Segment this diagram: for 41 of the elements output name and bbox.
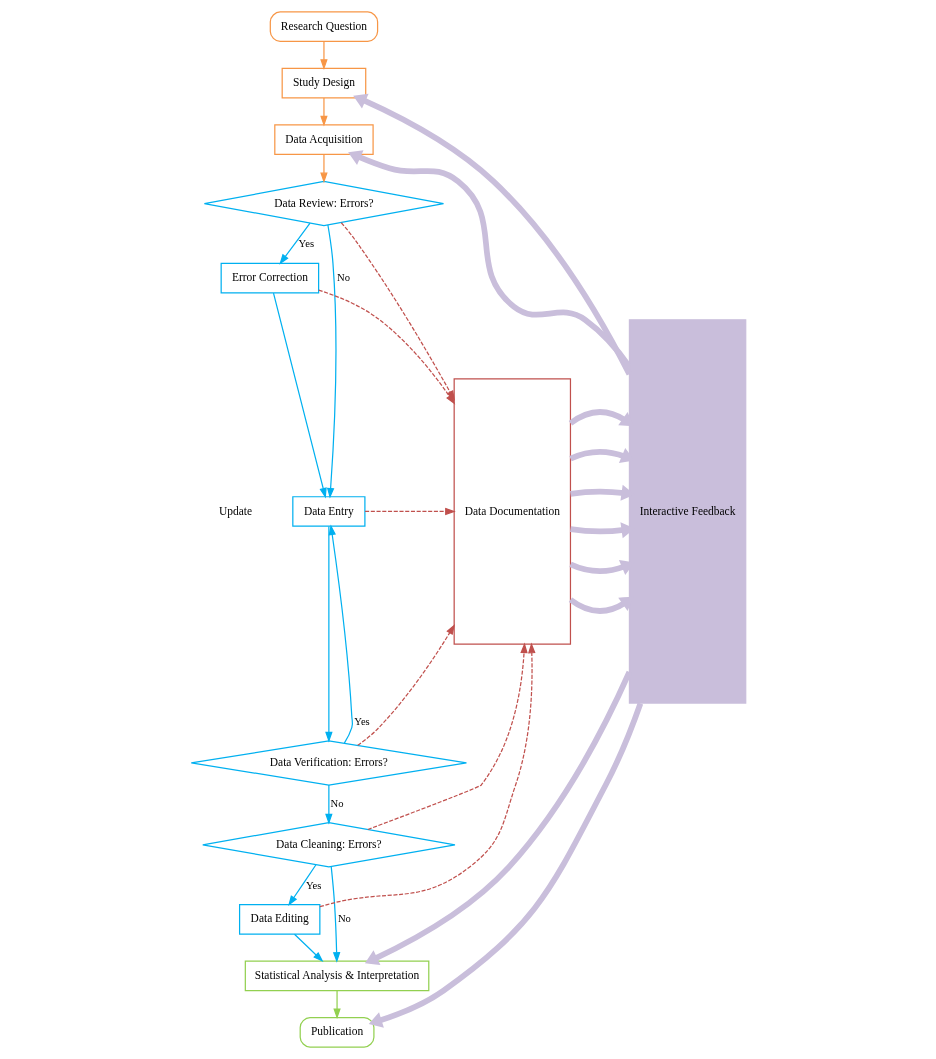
arrow <box>319 97 328 127</box>
arrow <box>324 784 333 825</box>
arrow <box>366 642 528 831</box>
node-box: Publication <box>299 1017 375 1048</box>
node-box: Data Documentation <box>453 378 571 645</box>
arrow <box>364 670 632 966</box>
node-box: Statistical Analysis & Interpretation <box>244 960 429 992</box>
arrow <box>332 990 341 1020</box>
arrow <box>272 292 327 499</box>
arrow <box>330 866 340 963</box>
arrow <box>328 524 353 744</box>
arrow <box>319 154 328 184</box>
arrow <box>278 222 311 265</box>
node-box: Study Design <box>281 67 366 99</box>
arrow <box>324 525 333 743</box>
arrow <box>352 93 632 376</box>
edge-label: No <box>330 797 344 809</box>
arrow <box>326 224 336 499</box>
node-box: Data Acquisition <box>273 124 374 156</box>
node-diamond: Data Cleaning: Errors? <box>201 822 456 868</box>
edge-label: No <box>336 271 350 283</box>
edge-label: Yes <box>353 715 370 727</box>
edge-label: Yes <box>305 879 321 891</box>
arrow <box>319 40 328 70</box>
arrow <box>293 933 323 963</box>
label: Update <box>218 504 252 517</box>
edge-label: Yes <box>298 238 314 250</box>
edge-label: No <box>337 913 351 925</box>
arrow <box>318 642 536 908</box>
node-diamond: Data Verification: Errors? <box>190 740 467 786</box>
node-box: Research Question <box>269 11 378 42</box>
node-box: Error Correction <box>220 262 319 294</box>
arrow <box>363 507 456 516</box>
node-box: Interactive Feedback <box>628 319 746 704</box>
arrow <box>347 150 632 369</box>
arrow <box>356 624 455 746</box>
node-diamond: Data Review: Errors? <box>203 180 444 227</box>
node-box: Data Editing <box>238 903 320 935</box>
arrow <box>287 864 317 907</box>
arrow <box>368 702 643 1028</box>
node-box: Data Entry <box>291 496 365 527</box>
